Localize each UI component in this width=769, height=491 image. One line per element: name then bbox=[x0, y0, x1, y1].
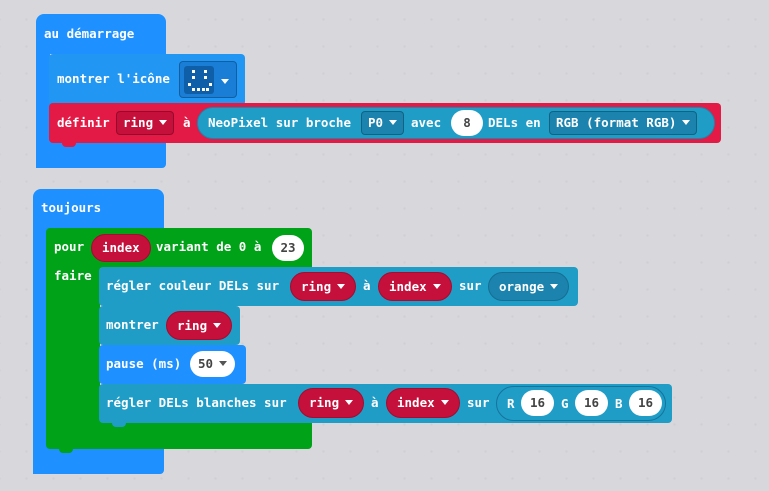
chevron-down-icon bbox=[221, 79, 229, 84]
pin-dropdown[interactable]: P0 bbox=[361, 111, 405, 135]
pause-block[interactable]: pause (ms) 50 bbox=[99, 345, 246, 384]
rgb-block[interactable]: R 16 G 16 B 16 bbox=[496, 386, 666, 421]
chevron-down-icon bbox=[219, 361, 228, 366]
index-variable[interactable]: index bbox=[386, 388, 460, 418]
r-label: R bbox=[507, 396, 515, 411]
ring-variable-dropdown[interactable]: ring bbox=[116, 111, 175, 135]
mode-label: RGB (format RGB) bbox=[556, 115, 677, 130]
set-ring-block[interactable]: définir ring à NeoPixel sur broche P0 av… bbox=[49, 103, 721, 143]
show-icon-block[interactable]: montrer l'icône bbox=[49, 54, 245, 106]
icon-dropdown[interactable] bbox=[179, 61, 237, 98]
chevron-down-icon bbox=[159, 120, 168, 125]
b-label: B bbox=[615, 396, 623, 411]
chevron-down-icon bbox=[389, 120, 398, 125]
ring-variable-label: ring bbox=[123, 115, 154, 130]
with-label: avec bbox=[411, 115, 442, 130]
index-variable[interactable]: index bbox=[91, 234, 151, 262]
at-label: à bbox=[363, 278, 371, 293]
upper-bound-input[interactable]: 23 bbox=[272, 235, 304, 261]
ring-label: ring bbox=[309, 395, 340, 410]
chevron-down-icon bbox=[550, 284, 559, 289]
at-label: à bbox=[371, 395, 379, 410]
set-white-label: régler DELs blanches sur bbox=[106, 395, 287, 410]
chevron-down-icon bbox=[440, 400, 449, 405]
r-input[interactable]: 16 bbox=[521, 390, 554, 416]
show-label: montrer bbox=[106, 317, 159, 332]
set-pixel-color-block[interactable]: régler couleur DELs sur ring à index sur… bbox=[99, 267, 578, 306]
index-variable[interactable]: index bbox=[378, 272, 452, 301]
index-label: index bbox=[397, 395, 435, 410]
on-label: sur bbox=[467, 395, 490, 410]
ring-variable[interactable]: ring bbox=[166, 311, 233, 340]
ring-variable[interactable]: ring bbox=[290, 272, 357, 301]
chevron-down-icon bbox=[345, 400, 354, 405]
pause-duration-dropdown[interactable]: 50 bbox=[190, 351, 236, 377]
range-label: variant de 0 à bbox=[156, 239, 262, 254]
pin-label: P0 bbox=[368, 115, 384, 130]
neopixel-create-block[interactable]: NeoPixel sur broche P0 avec 8 DELs en RG… bbox=[197, 107, 715, 139]
index-label: index bbox=[389, 279, 427, 294]
color-dropdown[interactable]: orange bbox=[488, 272, 570, 301]
set-white-block[interactable]: régler DELs blanches sur ring à index su… bbox=[99, 384, 672, 423]
on-label: sur bbox=[459, 278, 482, 293]
color-label: orange bbox=[499, 279, 545, 294]
block-notch bbox=[112, 423, 126, 427]
chevron-down-icon bbox=[432, 284, 441, 289]
g-input[interactable]: 16 bbox=[575, 390, 608, 416]
show-icon-label: montrer l'icône bbox=[57, 71, 170, 86]
to-label: à bbox=[183, 115, 191, 130]
smiley-leds-icon bbox=[184, 66, 214, 94]
forever-label: toujours bbox=[41, 200, 102, 215]
g-label: G bbox=[561, 396, 569, 411]
chevron-down-icon bbox=[337, 284, 346, 289]
set-color-label: régler couleur DELs sur bbox=[106, 278, 280, 293]
b-input[interactable]: 16 bbox=[629, 390, 662, 416]
led-count-input[interactable]: 8 bbox=[451, 110, 483, 136]
on-start-label: au démarrage bbox=[44, 26, 135, 41]
chevron-down-icon bbox=[213, 323, 222, 328]
neopixel-pin-label: NeoPixel sur broche bbox=[208, 115, 351, 130]
do-label: faire bbox=[54, 268, 92, 283]
set-label: définir bbox=[57, 115, 110, 130]
ring-variable[interactable]: ring bbox=[298, 388, 365, 418]
ring-label: ring bbox=[177, 318, 208, 333]
ring-label: ring bbox=[301, 279, 332, 294]
pause-value: 50 bbox=[198, 356, 214, 371]
chevron-down-icon bbox=[682, 120, 691, 125]
mode-dropdown[interactable]: RGB (format RGB) bbox=[549, 111, 698, 135]
show-block[interactable]: montrer ring bbox=[99, 306, 240, 345]
block-notch bbox=[59, 449, 73, 453]
leds-in-label: DELs en bbox=[488, 115, 541, 130]
pause-label: pause (ms) bbox=[106, 356, 182, 371]
block-notch bbox=[62, 143, 76, 147]
for-label: pour bbox=[54, 239, 85, 254]
